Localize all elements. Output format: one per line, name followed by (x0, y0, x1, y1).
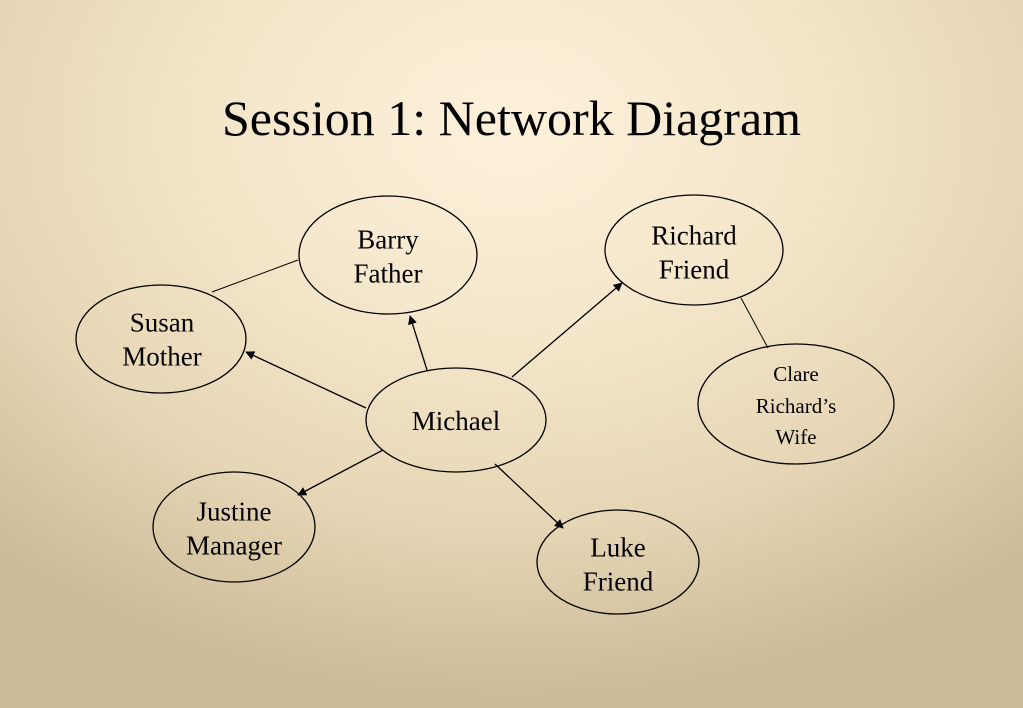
edge-michael-susan (245, 351, 367, 409)
node-label-richard: Richard Friend (651, 219, 736, 287)
node-susan (75, 284, 247, 394)
michael-name: Michael (411, 406, 501, 437)
edge-michael-luke (494, 463, 564, 529)
node-luke (536, 509, 700, 615)
susan-role: Mother (122, 341, 202, 371)
node-richard (604, 194, 784, 306)
richard-name: Richard (651, 220, 737, 251)
node-clare (697, 343, 895, 465)
node-label-justine: Justine Manager (186, 495, 282, 563)
node-justine (152, 471, 316, 583)
node-label-michael: Michael (412, 405, 500, 439)
richard-role: Friend (658, 254, 730, 284)
node-label-barry: Barry Father (354, 223, 423, 291)
node-label-susan: Susan Mother (122, 306, 201, 374)
node-barry (298, 195, 478, 315)
justine-role: Manager (186, 530, 282, 560)
clare-role2: Wife (775, 424, 817, 449)
justine-name: Justine (196, 496, 272, 527)
luke-name: Luke (590, 532, 646, 563)
edge-michael-barry (408, 315, 428, 371)
edge-michael-richard (511, 282, 623, 378)
slide-title: Session 1: Network Diagram (221, 90, 802, 146)
clare-name: Clare (773, 361, 819, 386)
barry-name: Barry (357, 224, 419, 255)
luke-role: Friend (582, 566, 654, 596)
edge-richard-clare (740, 297, 769, 349)
clare-role: Richard’s (755, 393, 837, 418)
node-label-clare: Clare Richard’s Wife (756, 359, 836, 454)
node-michael (365, 367, 547, 473)
edge-barry-susan (211, 259, 299, 293)
susan-name: Susan (129, 307, 195, 338)
node-label-luke: Luke Friend (583, 531, 654, 599)
edge-michael-justine (297, 449, 384, 496)
barry-role: Father (353, 258, 423, 288)
